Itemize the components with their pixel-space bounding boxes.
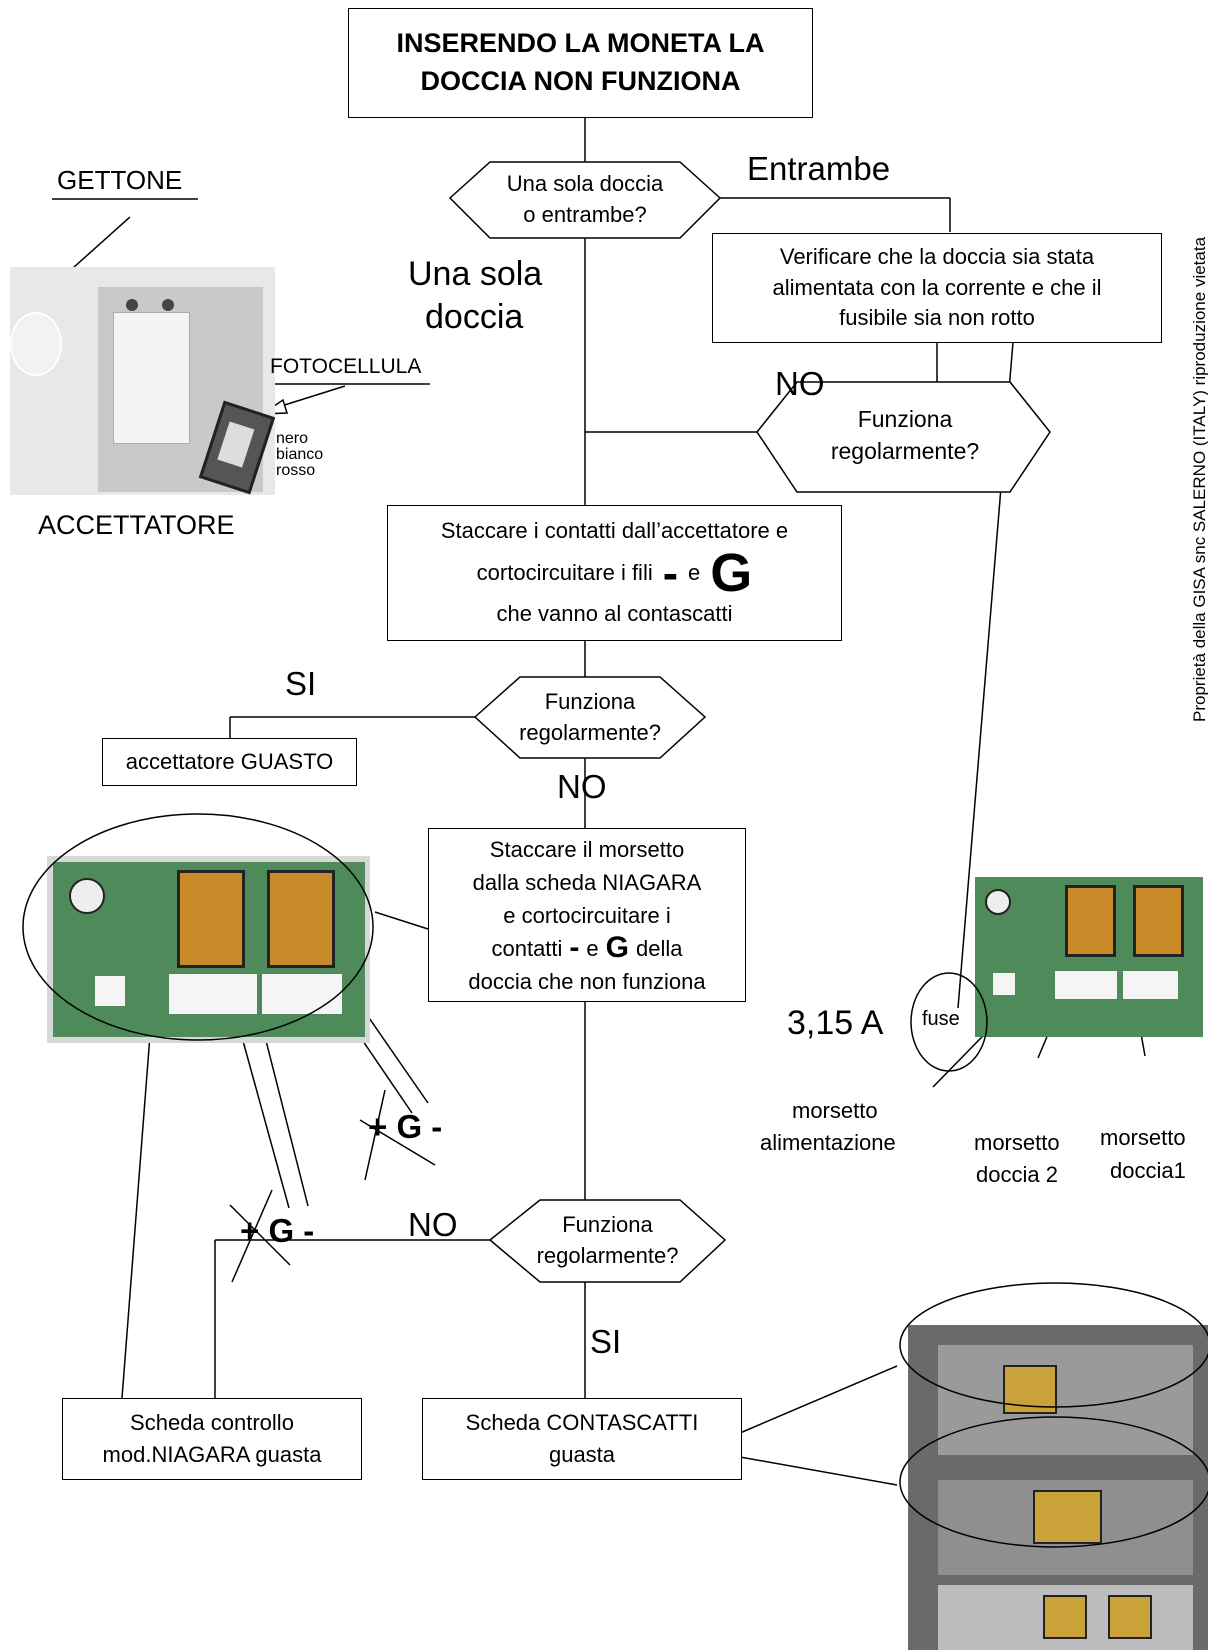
- counter-faulty-line-1: Scheda CONTASCATTI: [465, 1410, 699, 1436]
- acceptor-faulty-text: accettatore GUASTO: [125, 749, 334, 775]
- cabinet-photo: [908, 1325, 1208, 1650]
- morsetto-doccia1-line-2: doccia1: [1110, 1158, 1186, 1183]
- copyright-side-note: Proprietà della GISA snc SALERNO (ITALY)…: [1190, 236, 1208, 722]
- decision-3-line-2: regolarmente?: [519, 720, 661, 745]
- decision-hex-1: [448, 161, 722, 239]
- branch-una-sola-line-2: doccia: [425, 298, 524, 336]
- detach-terminal-line-1: Staccare il morsetto: [489, 836, 685, 862]
- niagara-faulty-line-1: Scheda controllo: [130, 1410, 294, 1436]
- detach-acceptor-box: Staccare i contatti dall’accettatore e c…: [387, 505, 842, 641]
- decision-2-label: Funziona regolarmente?: [790, 390, 1020, 480]
- title-line-1: INSERENDO LA MONETA LA: [396, 28, 765, 59]
- morsetto-doccia2-line-2: doccia 2: [976, 1162, 1058, 1187]
- niagara-faulty-box: Scheda controllo mod.NIAGARA guasta: [62, 1398, 362, 1480]
- conjunction-e: e: [688, 559, 701, 585]
- branch-no-1: NO: [775, 365, 825, 402]
- detach-acceptor-line-1: Staccare i contatti dall’accettatore e: [440, 518, 789, 544]
- acceptor-faulty-box: accettatore GUASTO: [102, 738, 357, 786]
- g-terminal-label: G: [710, 543, 753, 603]
- detach-acceptor-text: cortocircuitare i fili: [476, 559, 653, 585]
- detach-terminal-line-5: doccia che non funziona: [468, 968, 706, 994]
- decision-4-line-1: Funziona: [562, 1212, 653, 1238]
- decision-hex-3: [473, 676, 707, 759]
- morsetto-alimentazione-line-1: morsetto: [792, 1098, 878, 1123]
- branch-entrambe: Entrambe: [747, 150, 891, 187]
- morsetto-alimentazione-line-2: alimentazione: [760, 1130, 896, 1155]
- title-line-2: DOCCIA NON FUNZIONA: [420, 66, 741, 96]
- wire-nero-label: nero: [276, 430, 309, 447]
- title-box: INSERENDO LA MONETA LA DOCCIA NON FUNZIO…: [348, 8, 813, 118]
- detach-terminal-contacts: contatti: [491, 935, 563, 961]
- branch-una-sola-line-1: Una sola: [408, 255, 543, 293]
- fuse-board-photo: [975, 877, 1203, 1037]
- minus-terminal-label-2: -: [569, 931, 580, 964]
- detach-acceptor-line-2: cortocircuitare i fili - e G: [477, 546, 753, 600]
- minus-terminal-label: -: [662, 547, 679, 599]
- counter-faulty-line-2: guasta: [548, 1442, 616, 1467]
- counter-faulty-box: Scheda CONTASCATTI guasta: [422, 1398, 742, 1480]
- wire-rosso-label: rosso: [276, 462, 316, 479]
- detach-terminal-box: Staccare il morsetto dalla scheda NIAGAR…: [428, 828, 746, 1002]
- short-circuit-label-2: + G -: [240, 1212, 315, 1249]
- decision-hex-4: [488, 1199, 727, 1283]
- fuse-value-label: 3,15 A: [787, 1004, 884, 1042]
- morsetto-doccia2-line-1: morsetto: [974, 1130, 1060, 1155]
- fuse-label: fuse: [922, 1008, 960, 1030]
- niagara-board-photo: [47, 856, 370, 1043]
- branch-si-1: SI: [285, 665, 317, 702]
- detach-terminal-line-3: e cortocircuitare i: [503, 902, 671, 928]
- wire-bianco-label: bianco: [276, 446, 324, 463]
- fotocellula-label: FOTOCELLULA: [270, 355, 422, 378]
- g-terminal-label-2: G: [605, 931, 630, 964]
- detach-terminal-della: della: [636, 935, 683, 961]
- verify-line-2: alimentata con la corrente e che il: [772, 274, 1102, 300]
- detach-terminal-line-2: dalla scheda NIAGARA: [472, 869, 702, 895]
- decision-1-line-2: o entrambe?: [523, 202, 647, 227]
- decision-2-line-1: Funziona: [857, 405, 953, 432]
- verify-line-3: fusibile sia non rotto: [839, 305, 1035, 331]
- detach-terminal-line-4: contatti - e G della: [491, 932, 682, 965]
- decision-4-label: Funziona regolarmente?: [505, 1203, 710, 1279]
- branch-no-3: NO: [408, 1206, 458, 1243]
- verify-line-1: Verificare che la doccia sia stata: [779, 243, 1095, 269]
- decision-3-label: Funziona regolarmente?: [490, 680, 690, 756]
- decision-2-line-2: regolarmente?: [830, 438, 980, 464]
- accettatore-label: ACCETTATORE: [38, 510, 235, 540]
- acceptor-photo: [10, 267, 276, 495]
- detach-acceptor-line-3: che vanno al contascatti: [496, 601, 733, 626]
- branch-si-2: SI: [590, 1323, 622, 1360]
- decision-1-label: Una sola doccia o entrambe?: [470, 164, 700, 236]
- niagara-faulty-line-2: mod.NIAGARA guasta: [102, 1442, 322, 1467]
- decision-3-line-1: Funziona: [544, 689, 636, 715]
- gettone-label: GETTONE: [57, 165, 183, 195]
- conjunction-e-2: e: [586, 935, 599, 961]
- decision-4-line-2: regolarmente?: [536, 1243, 679, 1268]
- decision-1-line-1: Una sola doccia: [506, 171, 664, 197]
- short-circuit-label-1: + G -: [368, 1108, 443, 1145]
- morsetto-doccia1-line-1: morsetto: [1100, 1125, 1186, 1150]
- verify-power-box: Verificare che la doccia sia stata alime…: [712, 233, 1162, 343]
- branch-no-2: NO: [557, 768, 607, 805]
- decision-hex-2: [756, 381, 1051, 493]
